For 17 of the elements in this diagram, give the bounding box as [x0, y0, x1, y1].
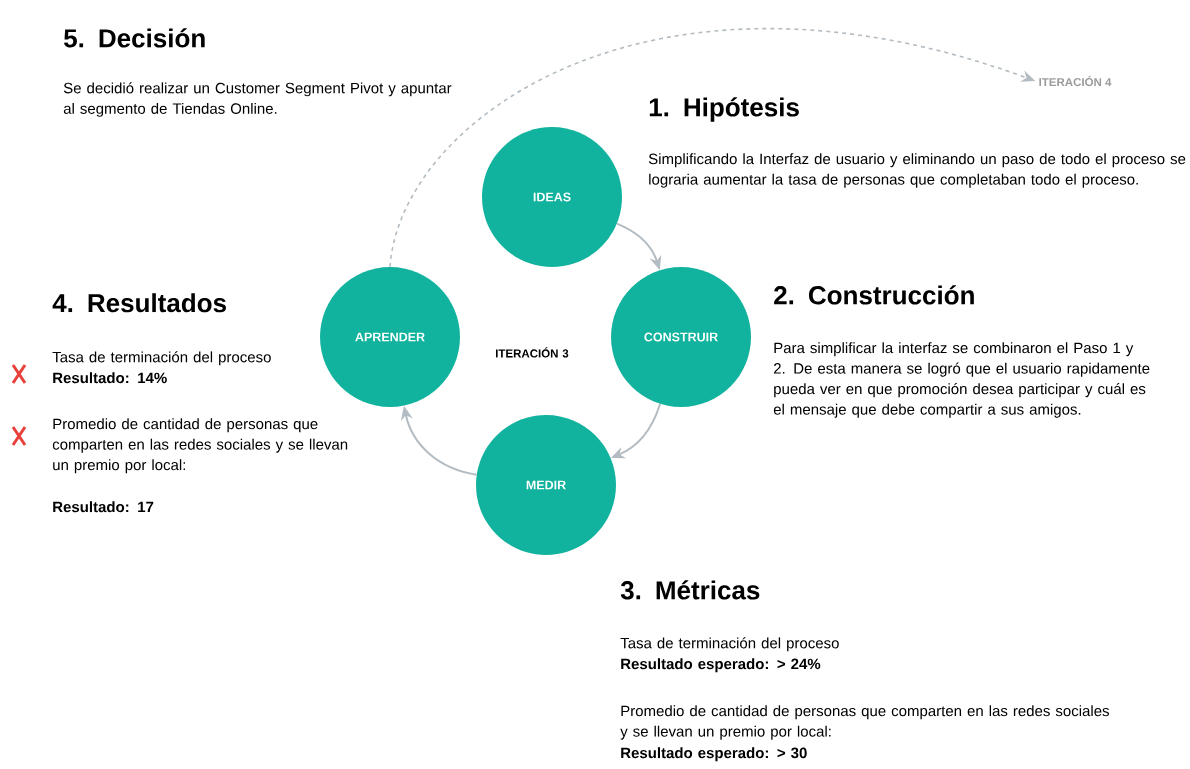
heading: 3. Métricas	[620, 580, 760, 600]
metric-text: Tasa de terminación del proceso	[620, 637, 839, 652]
heading: 1. Hipótesis	[649, 97, 799, 122]
result-text: Resultado esperado: > 30	[621, 747, 807, 762]
paragraph: Se decidió realizar un Customer Segment Pivot y apuntar al segmento de Tiendas Online.	[63, 82, 452, 117]
paragraph: Promedio de cantidad de personas que comparten en las redes sociales y se llevan un premio por local:	[620, 705, 1109, 740]
metric-text: Tasa de terminación del proceso	[52, 351, 271, 366]
result-text: Resultado: 14%	[53, 372, 167, 384]
iteration-label: ITERACIÓN 3	[496, 347, 569, 358]
heading: 4. Resultados	[52, 293, 226, 313]
paragraph: Para simplificar la interfaz se combinaron el Paso 1 y 2. De esta manera se logró que el usuario rapidamente pueda ver en que promoción desea participar y cuál es el mensaje que debe compartir a sus amigos.	[773, 342, 1150, 418]
paragraph: Promedio de cantidad de personas que comparten en las redes sociales y se llevan un premio por local:	[52, 418, 348, 474]
heading: 5. Decisión	[64, 28, 205, 48]
result-text: Resultado esperado: > 24%	[621, 658, 821, 673]
paragraph: Simplificando la Interfaz de usuario y eliminando un paso de todo el proceso se lograria aumentar la tasa de personas que completaban todo el proceso.	[648, 153, 1186, 188]
result-text: Resultado: 17	[53, 501, 154, 513]
iteration-label: ITERACIÓN 4	[1039, 75, 1112, 87]
